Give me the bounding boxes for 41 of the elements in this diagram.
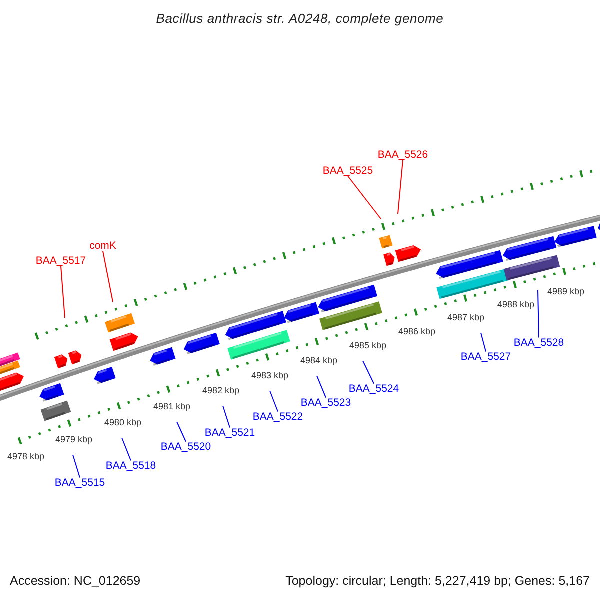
position-label: 4983 kbp: [251, 372, 289, 380]
gene-label: BAA_5518: [106, 460, 156, 472]
leader-line: [398, 160, 404, 214]
leader-line: [122, 438, 132, 462]
position-label: 4984 kbp: [300, 356, 338, 366]
gene-label: BAA_5528: [514, 338, 564, 348]
leader-line: [60, 266, 66, 318]
position-label: 4989 kbp: [547, 288, 585, 296]
gene-label: comK: [90, 240, 116, 252]
gene-label: BAA_5523: [300, 398, 352, 408]
genome-summary: Topology: circular; Length: 5,227,419 bp; Genes: 5,167: [286, 575, 590, 588]
gene-label: BAA_5517: [36, 256, 86, 266]
gene-label: BAA_5515: [54, 478, 106, 488]
position-label: 4979 kbp: [55, 436, 93, 444]
title: Bacillus anthracis str. A0248, complete genome: [155, 11, 445, 26]
position-label: 4981 kbp: [153, 402, 191, 412]
gene-label: BAA_5522: [252, 412, 304, 422]
gene-label: BAA_5526: [378, 150, 428, 160]
gene-label: BAA_5525: [322, 166, 374, 176]
leader-line: [362, 360, 374, 384]
accession-label: Accession: NC_012659: [10, 575, 141, 588]
leader-line: [176, 422, 186, 442]
leader-line: [538, 290, 540, 338]
position-label: 4985 kbp: [349, 342, 387, 350]
leader-line: [222, 406, 230, 428]
position-label: 4986 kbp: [398, 328, 436, 336]
leader-line: [480, 332, 486, 352]
position-label: 4978 kbp: [7, 452, 45, 462]
leader-line: [102, 250, 114, 302]
leader-line: [348, 176, 382, 220]
position-label: 4980 kbp: [104, 418, 142, 428]
position-label: 4987 kbp: [447, 314, 485, 322]
leader-line: [270, 390, 278, 412]
gene-label: BAA_5521: [204, 428, 256, 438]
gene-label: BAA_5524: [348, 384, 400, 394]
leader-line: [72, 454, 80, 478]
gene-label: BAA_5520: [160, 442, 212, 452]
gene-label: BAA_5527: [460, 352, 512, 362]
position-label: 4982 kbp: [202, 386, 240, 396]
leader-line: [316, 376, 326, 398]
position-label: 4988 kbp: [497, 300, 535, 310]
